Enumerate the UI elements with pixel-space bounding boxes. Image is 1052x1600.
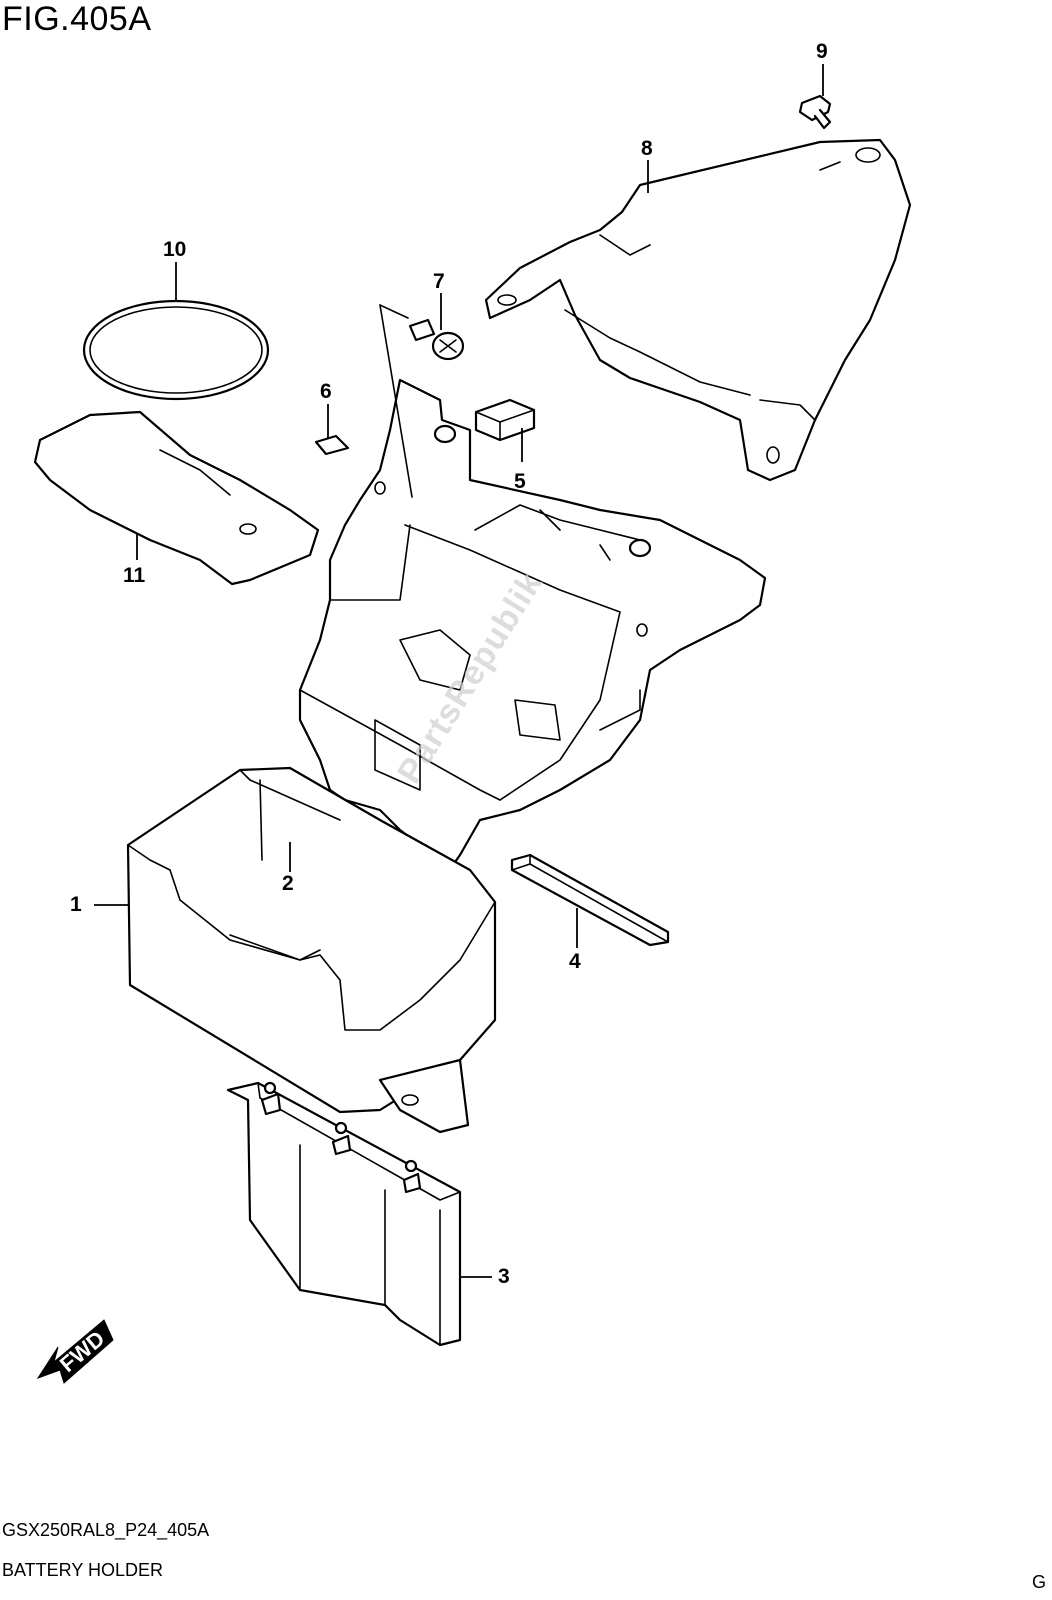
part-8-cover-panel[interactable] [484, 138, 912, 482]
callout-9[interactable]: 9 [816, 40, 828, 63]
callout-7[interactable]: 7 [433, 270, 445, 293]
callout-3[interactable]: 3 [498, 1265, 510, 1288]
part-5-pad[interactable] [474, 398, 536, 442]
part-7-bolt[interactable] [408, 318, 465, 361]
figure-title: FIG.405A [2, 0, 152, 38]
part-9-clip[interactable] [798, 94, 832, 130]
part-11-cushion[interactable] [33, 410, 320, 586]
callout-6[interactable]: 6 [320, 380, 332, 403]
battery-holder-frame[interactable] [298, 304, 767, 874]
callout-2[interactable]: 2 [282, 872, 294, 895]
part-10-band[interactable] [82, 299, 270, 401]
callout-1[interactable]: 1 [70, 893, 82, 916]
callout-8[interactable]: 8 [641, 137, 653, 160]
page-mark: G [1032, 1572, 1047, 1592]
fwd-direction-arrow: FWD [36, 1319, 114, 1384]
model-code: GSX250RAL8_P24_405A [2, 1520, 210, 1540]
part-6-pad[interactable] [314, 434, 350, 456]
callout-4[interactable]: 4 [569, 950, 581, 973]
callout-11[interactable]: 11 [123, 564, 146, 587]
callout-5[interactable]: 5 [514, 470, 526, 493]
part-1-battery-tray[interactable] [126, 766, 497, 1134]
callout-10[interactable]: 10 [163, 238, 187, 261]
part-4-strip[interactable] [510, 853, 670, 947]
leader-lines [94, 64, 824, 1278]
part-3-bottom-plate[interactable] [226, 1081, 462, 1347]
section-name: BATTERY HOLDER [2, 1560, 164, 1580]
